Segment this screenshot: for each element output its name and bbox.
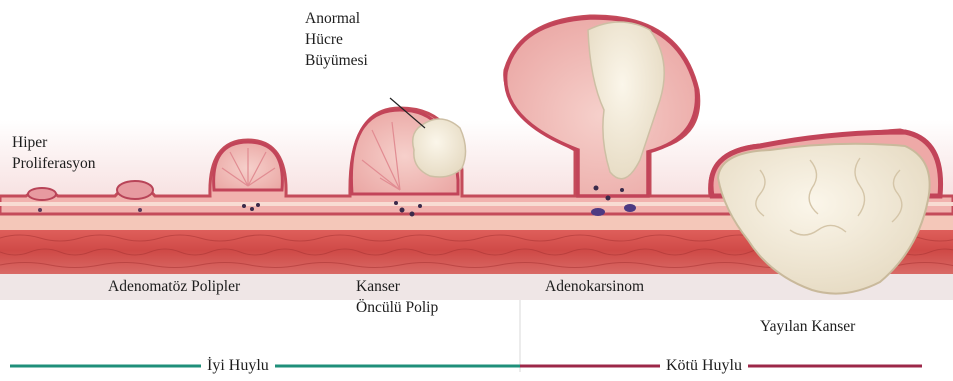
label-adenomatoz: Adenomatöz Polipler [108,276,240,297]
label-adenokarsinom: Adenokarsinom [545,276,644,297]
legend-benign: İyi Huylu [201,356,275,376]
label-hiper-proliferasyon: Hiper Proliferasyon [12,132,96,174]
legend-malignant: Kötü Huylu [660,356,748,376]
label-anormal-hucre: Anormal Hücre Büyümesi [305,8,368,71]
hyperproliferation-bump [28,188,56,200]
label-kanser-oncul: Kanser Öncülü Polip [356,276,438,318]
hyperproliferation-bump [117,181,153,199]
abnormal-growth-mass [413,119,466,177]
label-yayilan-kanser: Yayılan Kanser [760,316,855,337]
